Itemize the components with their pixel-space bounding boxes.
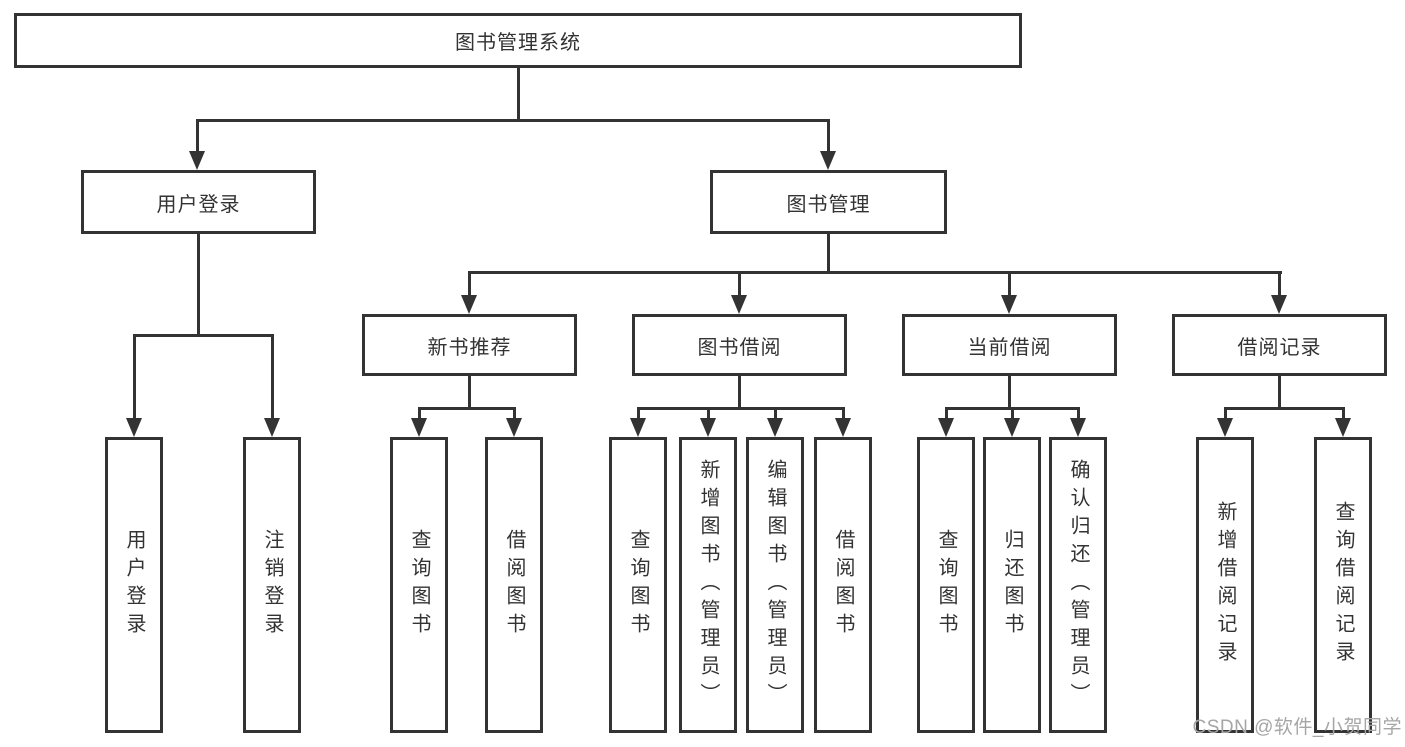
arrowhead xyxy=(461,295,477,314)
arrowhead xyxy=(1004,418,1020,437)
node-leaf-logout: 注销登录 xyxy=(243,437,301,733)
node-leaf-confirm-return-admin: 确认归还（管理员） xyxy=(1049,437,1107,733)
node-leaf-edit-book-admin-label: 编辑图书（管理员） xyxy=(764,459,786,711)
arrowhead xyxy=(731,295,747,314)
connector-arrow-stem xyxy=(132,335,136,423)
connector-vline xyxy=(196,234,200,335)
connector-arrow-stem xyxy=(1223,408,1227,423)
connector-arrow-stem xyxy=(737,272,741,300)
connector-arrow-stem xyxy=(826,120,830,156)
connector-arrow-stem xyxy=(1007,272,1011,300)
connector-arrow-stem xyxy=(841,408,845,423)
connector-vline xyxy=(1277,376,1281,408)
node-leaf-add-borrow-record-label: 新增借阅记录 xyxy=(1214,501,1236,669)
arrowhead xyxy=(767,418,783,437)
connector-arrow-stem xyxy=(773,408,777,423)
node-leaf-borrow-books-recommend-label: 借阅图书 xyxy=(503,529,525,641)
connector-arrow-stem xyxy=(512,408,516,423)
connector-arrow-stem xyxy=(636,408,640,423)
node-leaf-return-books-label: 归还图书 xyxy=(1001,529,1023,641)
node-root-label: 图书管理系统 xyxy=(455,32,581,54)
connector-arrow-stem xyxy=(195,120,199,156)
node-leaf-add-book-admin-label: 新增图书（管理员） xyxy=(697,459,719,711)
node-leaf-return-books: 归还图书 xyxy=(983,437,1041,733)
arrowhead xyxy=(835,418,851,437)
connector-hline xyxy=(195,118,830,122)
arrowhead xyxy=(126,418,142,437)
connector-vline xyxy=(467,376,471,408)
node-leaf-logout-label: 注销登录 xyxy=(261,529,283,641)
connector-hline xyxy=(1223,406,1345,410)
arrowhead xyxy=(1335,418,1351,437)
node-root: 图书管理系统 xyxy=(14,13,1022,68)
node-book-management: 图书管理 xyxy=(710,170,947,234)
connector-vline xyxy=(1007,376,1011,408)
node-book-borrowing-label: 图书借阅 xyxy=(697,336,782,359)
connector-arrow-stem xyxy=(1341,408,1345,423)
connector-arrow-stem xyxy=(1277,272,1281,300)
node-leaf-query-books-recommend-label: 查询图书 xyxy=(408,529,430,641)
node-leaf-query-books-current: 查询图书 xyxy=(917,437,975,733)
arrowhead xyxy=(411,418,427,437)
connector-vline xyxy=(737,376,741,408)
arrowhead xyxy=(189,151,205,170)
connector-arrow-stem xyxy=(417,408,421,423)
node-current-borrowing: 当前借阅 xyxy=(902,314,1117,376)
node-book-borrowing: 图书借阅 xyxy=(632,314,847,376)
connector-vline xyxy=(516,68,520,120)
node-new-book-recommend: 新书推荐 xyxy=(362,314,577,376)
connector-arrow-stem xyxy=(1076,408,1080,423)
connector-hline xyxy=(636,406,845,410)
connector-arrow-stem xyxy=(1010,408,1014,423)
node-leaf-borrow-books: 借阅图书 xyxy=(814,437,872,733)
node-leaf-borrow-books-recommend: 借阅图书 xyxy=(485,437,543,733)
arrowhead xyxy=(1271,295,1287,314)
arrowhead xyxy=(1070,418,1086,437)
node-current-borrowing-label: 当前借阅 xyxy=(967,336,1052,359)
node-leaf-query-borrow-record: 查询借阅记录 xyxy=(1314,437,1372,733)
node-leaf-edit-book-admin: 编辑图书（管理员） xyxy=(746,437,804,733)
node-leaf-confirm-return-admin-label: 确认归还（管理员） xyxy=(1067,459,1089,711)
connector-hline xyxy=(467,270,1282,274)
node-leaf-query-borrow-record-label: 查询借阅记录 xyxy=(1332,501,1354,669)
arrowhead xyxy=(506,418,522,437)
arrowhead xyxy=(264,418,280,437)
node-borrowing-records-label: 借阅记录 xyxy=(1237,336,1322,359)
connector-arrow-stem xyxy=(706,408,710,423)
arrowhead xyxy=(938,418,954,437)
node-user-login: 用户登录 xyxy=(81,170,316,234)
node-borrowing-records: 借阅记录 xyxy=(1172,314,1387,376)
arrowhead xyxy=(1217,418,1233,437)
connector-arrow-stem xyxy=(467,272,471,300)
node-leaf-add-borrow-record: 新增借阅记录 xyxy=(1196,437,1254,733)
node-leaf-borrow-books-label: 借阅图书 xyxy=(832,529,854,641)
node-leaf-user-login: 用户登录 xyxy=(105,437,163,733)
node-leaf-user-login-label: 用户登录 xyxy=(123,529,145,641)
arrowhead xyxy=(700,418,716,437)
connector-arrow-stem xyxy=(270,335,274,423)
connector-hline xyxy=(944,406,1080,410)
node-new-book-recommend-label: 新书推荐 xyxy=(427,336,512,359)
watermark-text: CSDN @软件_小贺同学 xyxy=(1192,717,1402,738)
node-book-management-label: 图书管理 xyxy=(786,193,871,216)
node-leaf-query-books-recommend: 查询图书 xyxy=(390,437,448,733)
connector-hline xyxy=(417,406,516,410)
connector-vline xyxy=(826,234,830,272)
node-leaf-query-books-current-label: 查询图书 xyxy=(935,529,957,641)
node-user-login-label: 用户登录 xyxy=(156,193,241,216)
arrowhead xyxy=(630,418,646,437)
arrowhead xyxy=(1001,295,1017,314)
node-leaf-add-book-admin: 新增图书（管理员） xyxy=(679,437,737,733)
connector-hline xyxy=(132,333,274,337)
node-leaf-query-books-borrow: 查询图书 xyxy=(609,437,667,733)
connector-arrow-stem xyxy=(944,408,948,423)
node-leaf-query-books-borrow-label: 查询图书 xyxy=(627,529,649,641)
arrowhead xyxy=(820,151,836,170)
